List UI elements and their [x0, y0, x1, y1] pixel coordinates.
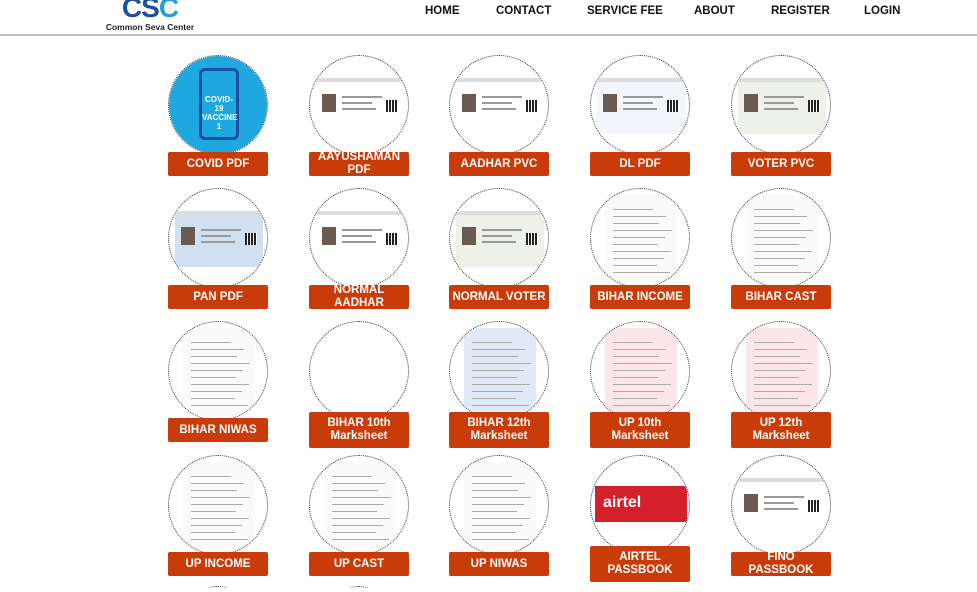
service-item: DL PDF [585, 55, 695, 185]
service-item: airtel AIRTEL PASSBOOK [585, 455, 695, 585]
certificate-image [450, 456, 548, 554]
service-image-link[interactable] [449, 55, 549, 155]
service-button[interactable]: BIHAR 10th Marksheet [309, 412, 409, 448]
service-button[interactable]: NORMAL AADHAR [309, 284, 409, 309]
service-button[interactable]: AIRTEL PASSBOOK [590, 546, 690, 582]
marksheet-pink-image [591, 322, 689, 420]
airtel-passbook-image: airtel [591, 456, 689, 554]
nav-login[interactable]: LOGIN [864, 5, 901, 17]
service-item: UP 10th Marksheet [585, 321, 695, 451]
fino-passbook-image [732, 456, 830, 554]
service-button[interactable]: FINO PASSBOOK [731, 551, 831, 576]
service-item: FINO PASSBOOK [726, 455, 836, 585]
service-item: AADHAR PVC [444, 55, 554, 185]
certificate-image [732, 189, 830, 287]
service-button[interactable]: PAN PDF [168, 285, 268, 309]
header: CSC Common Seva Center HOME CONTACT SERV… [0, 0, 977, 36]
service-image-link[interactable] [590, 321, 690, 421]
nav-about[interactable]: ABOUT [694, 5, 735, 17]
service-image-link[interactable] [590, 188, 690, 288]
service-item: UP INCOME [163, 455, 273, 585]
service-button[interactable]: BIHAR INCOME [590, 285, 690, 309]
aadhar-card-image [310, 189, 408, 287]
service-item: NORMAL AADHAR [304, 188, 414, 318]
service-button[interactable]: AADHAR PVC [449, 152, 549, 176]
service-image-link[interactable] [309, 455, 409, 555]
service-button[interactable]: COVID PDF [168, 152, 268, 176]
service-image-link[interactable] [309, 188, 409, 288]
service-button[interactable]: BIHAR CAST [731, 285, 831, 309]
voter-card-image [450, 189, 548, 287]
certificate-image [169, 456, 267, 554]
service-item: UP NIWAS [444, 455, 554, 585]
service-image-link[interactable] [309, 321, 409, 421]
service-image-link[interactable] [449, 455, 549, 555]
pan-card-image [169, 189, 267, 287]
service-button[interactable]: UP INCOME [168, 552, 268, 576]
service-button[interactable]: AAYUSHAMAN PDF [309, 151, 409, 176]
service-button[interactable]: UP CAST [309, 552, 409, 576]
service-item: COVID-19 VACCINE 1 COVID PDF [163, 55, 273, 185]
service-item: AAYUSHAMAN PDF [304, 55, 414, 185]
nav-home[interactable]: HOME [425, 5, 460, 17]
marksheet-image [450, 322, 548, 420]
service-image-link[interactable] [449, 321, 549, 421]
service-button[interactable]: UP NIWAS [449, 552, 549, 576]
marksheet-pink-image [732, 322, 830, 420]
logo-text: Common Seva Center [105, 22, 195, 32]
service-image-link[interactable] [309, 55, 409, 155]
service-button[interactable]: BIHAR NIWAS [168, 418, 268, 442]
certificate-image [169, 322, 267, 420]
service-image-link[interactable] [731, 188, 831, 288]
service-button[interactable]: VOTER PVC [731, 152, 831, 176]
nav-contact[interactable]: CONTACT [496, 5, 552, 17]
certificate-image [310, 456, 408, 554]
service-item: BIHAR 10th Marksheet [304, 321, 414, 451]
service-image-link[interactable] [731, 55, 831, 155]
service-item: UP 12th Marksheet [726, 321, 836, 451]
logo[interactable]: CSC Common Seva Center [100, 0, 200, 32]
service-item: BIHAR NIWAS [163, 321, 273, 451]
service-image-link[interactable] [168, 321, 268, 421]
service-button[interactable]: DL PDF [590, 152, 690, 176]
service-image-link[interactable] [449, 188, 549, 288]
service-image-link[interactable] [731, 321, 831, 421]
ayushman-card-image [310, 56, 408, 154]
service-button[interactable]: UP 12th Marksheet [731, 412, 831, 448]
service-item: BIHAR 12th Marksheet [444, 321, 554, 451]
service-item: UP CAST [304, 455, 414, 585]
next-row-circle [349, 586, 369, 592]
certificate-image [591, 189, 689, 287]
aadhar-card-image [450, 56, 548, 154]
service-image-link[interactable] [590, 55, 690, 155]
service-item: VOTER PVC [726, 55, 836, 185]
service-image-link[interactable]: COVID-19 VACCINE 1 [168, 55, 268, 155]
logo-mark: CSC [121, 0, 179, 23]
nav-service-fee[interactable]: SERVICE FEE [587, 5, 663, 17]
service-button[interactable]: UP 10th Marksheet [590, 412, 690, 448]
nav-register[interactable]: REGISTER [771, 5, 830, 17]
service-button[interactable]: NORMAL VOTER [449, 285, 549, 309]
service-image-link[interactable] [731, 455, 831, 555]
service-item: NORMAL VOTER [444, 188, 554, 318]
covid-vaccine-image: COVID-19 VACCINE 1 [169, 56, 267, 154]
service-image-link[interactable] [168, 455, 268, 555]
driving-licence-image [591, 56, 689, 154]
vaccine-vial-icon: COVID-19 VACCINE 1 [199, 68, 239, 140]
next-row-circle [208, 586, 228, 592]
service-item: BIHAR CAST [726, 188, 836, 318]
service-item: PAN PDF [163, 188, 273, 318]
service-item: BIHAR INCOME [585, 188, 695, 318]
service-button[interactable]: BIHAR 12th Marksheet [449, 412, 549, 448]
service-image-link[interactable]: airtel [590, 455, 690, 555]
voter-card-image [732, 56, 830, 154]
service-image-link[interactable] [168, 188, 268, 288]
